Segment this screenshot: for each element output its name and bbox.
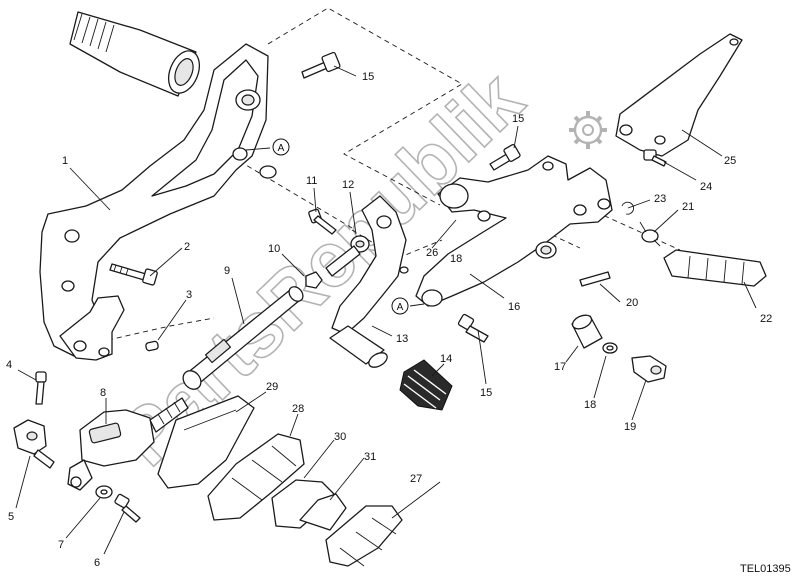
bolt-part-4 bbox=[35, 371, 47, 405]
gear-icon bbox=[569, 111, 607, 149]
callout-3: 3 bbox=[186, 289, 192, 301]
callout-10: 10 bbox=[268, 243, 280, 255]
callout-4: 4 bbox=[6, 359, 12, 371]
svg-text:A: A bbox=[397, 302, 404, 313]
callout-6: 6 bbox=[94, 557, 100, 569]
callout-28: 28 bbox=[292, 403, 304, 415]
nut-part-10 bbox=[305, 271, 323, 289]
right-footpeg-bracket-part-16 bbox=[415, 155, 613, 307]
reference-marker-a-1: A bbox=[245, 138, 290, 156]
callout-23: 23 bbox=[654, 193, 666, 205]
bolt-part-19 bbox=[631, 355, 667, 383]
callout-22: 22 bbox=[760, 313, 772, 325]
callout-14: 14 bbox=[440, 353, 452, 365]
circlip-part-23 bbox=[621, 201, 634, 215]
callout-15-low: 15 bbox=[480, 387, 492, 399]
washer-part-7 bbox=[95, 485, 113, 499]
callout-12: 12 bbox=[342, 179, 354, 191]
callout-25: 25 bbox=[724, 155, 736, 167]
callout-15-top: 15 bbox=[362, 71, 374, 83]
bolt-part-11 bbox=[308, 208, 337, 235]
heel-guard-part-25 bbox=[615, 33, 743, 157]
watermark: PartsRepublik bbox=[100, 53, 607, 483]
cover-part-29 bbox=[157, 395, 255, 489]
bolt-part-6 bbox=[114, 493, 141, 523]
bolt-part-15-low bbox=[457, 313, 489, 343]
bolt-part-15-mid bbox=[489, 144, 521, 171]
screw-part-24 bbox=[643, 149, 667, 167]
callout-9: 9 bbox=[224, 265, 230, 277]
callout-26: 26 bbox=[426, 247, 438, 259]
callout-19: 19 bbox=[624, 421, 636, 433]
washer-part-18 bbox=[602, 342, 618, 354]
pedal-pin-part-13 bbox=[329, 325, 388, 368]
push-rod-part-9 bbox=[182, 286, 304, 390]
callout-30: 30 bbox=[334, 431, 346, 443]
callout-15-mid: 15 bbox=[512, 113, 524, 125]
callout-13: 13 bbox=[396, 333, 408, 345]
callout-21: 21 bbox=[682, 201, 694, 213]
left-footpeg-bracket bbox=[39, 11, 277, 361]
callout-1: 1 bbox=[62, 155, 68, 167]
callout-17: 17 bbox=[554, 361, 566, 373]
bushing-part-17 bbox=[571, 314, 603, 349]
callout-16: 16 bbox=[508, 301, 520, 313]
leader-lines bbox=[15, 65, 757, 555]
callout-18-left: 18 bbox=[450, 253, 462, 265]
callout-27: 27 bbox=[410, 473, 422, 485]
callout-20: 20 bbox=[626, 297, 638, 309]
callout-7: 7 bbox=[58, 539, 64, 551]
spring-part-21 bbox=[639, 221, 661, 247]
master-cylinder-part-8 bbox=[67, 397, 189, 491]
bolt-part-15-top bbox=[301, 51, 341, 79]
brake-lever-part-12 bbox=[325, 195, 409, 335]
callout-31: 31 bbox=[364, 451, 376, 463]
callout-11: 11 bbox=[306, 175, 317, 187]
footpeg-part-22 bbox=[663, 249, 767, 287]
callout-2: 2 bbox=[184, 241, 190, 253]
callout-18-right: 18 bbox=[584, 399, 596, 411]
cover-part-28 bbox=[207, 433, 305, 521]
callout-24: 24 bbox=[700, 181, 712, 193]
drawing-code: TEL01395 bbox=[740, 563, 791, 575]
cover-part-27 bbox=[325, 505, 403, 567]
callout-29: 29 bbox=[266, 381, 278, 393]
pin-part-20 bbox=[579, 271, 611, 287]
cover-part-31 bbox=[299, 493, 347, 531]
rubber-pad-part-14 bbox=[399, 359, 453, 411]
callout-5: 5 bbox=[8, 511, 14, 523]
pin-part-3 bbox=[145, 340, 159, 352]
bolt-part-2 bbox=[109, 263, 158, 286]
callout-numbers: 1 2 3 4 5 6 7 8 9 10 11 12 13 14 15 15 1… bbox=[6, 71, 772, 569]
svg-text:A: A bbox=[278, 143, 285, 154]
callout-8: 8 bbox=[100, 387, 106, 399]
reference-marker-a-2: A bbox=[391, 297, 425, 315]
assembly-guides bbox=[107, 7, 681, 341]
clevis-part-5 bbox=[13, 419, 55, 469]
